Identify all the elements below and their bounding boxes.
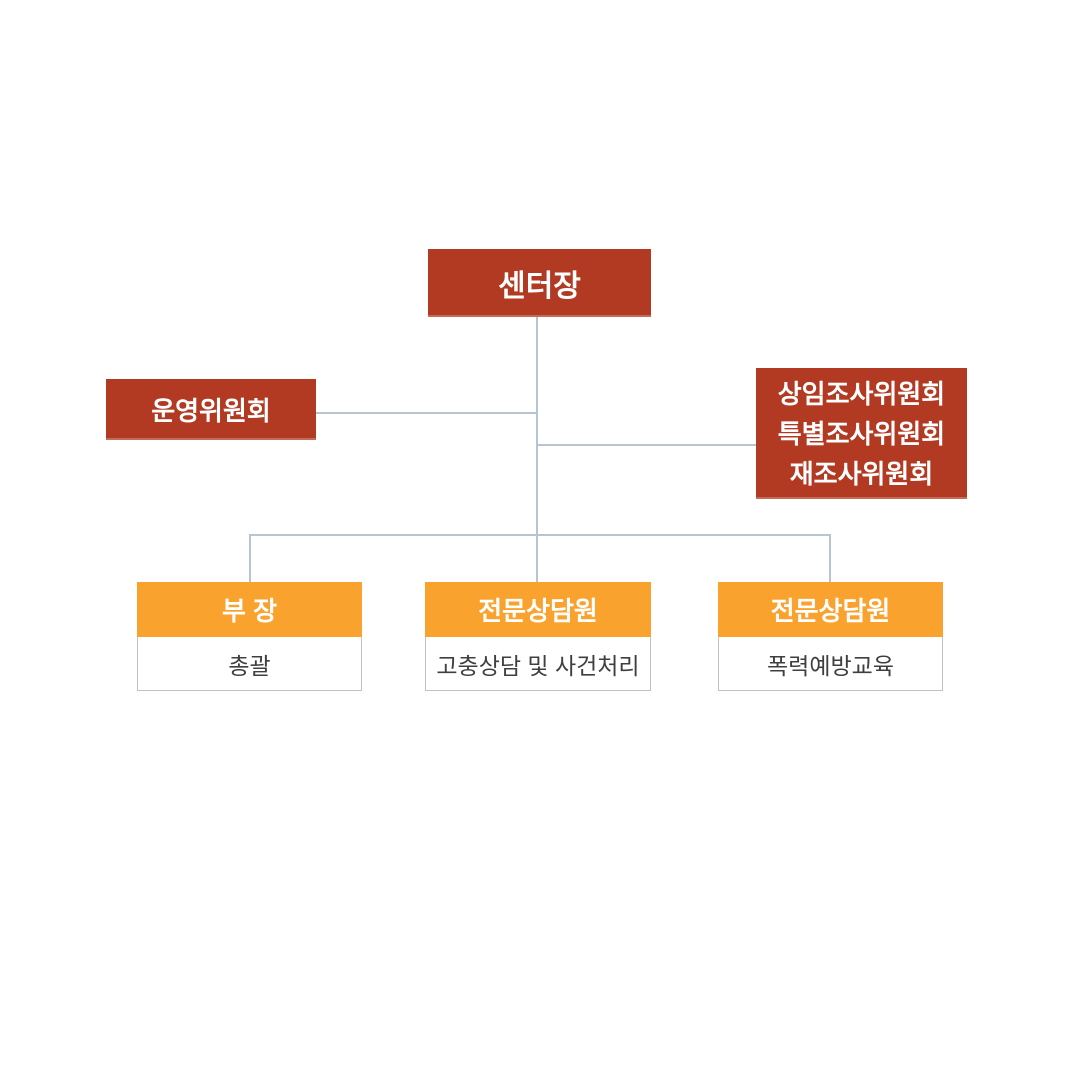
center-director-label: 센터장 <box>498 270 581 303</box>
investigation-committee-line-2: 특별조사위원회 <box>777 418 946 449</box>
department-card-manager: 부 장 총괄 <box>137 582 362 691</box>
department-role: 고충상담 및 사건처리 <box>425 637 651 691</box>
department-role: 총괄 <box>137 637 362 691</box>
connector-line-steering <box>316 412 537 414</box>
connector-line-investigation <box>537 444 756 446</box>
investigation-committee-box: 상임조사위원회 특별조사위원회 재조사위원회 <box>756 368 967 499</box>
connector-line-drop-right <box>829 534 831 582</box>
connector-line-vertical-main <box>536 317 538 582</box>
connector-line-drop-left <box>249 534 251 582</box>
center-director-box: 센터장 <box>428 249 651 317</box>
department-title: 전문상담원 <box>718 582 943 637</box>
department-role: 폭력예방교육 <box>718 637 943 691</box>
department-title: 전문상담원 <box>425 582 651 637</box>
steering-committee-box: 운영위원회 <box>106 379 316 440</box>
investigation-committee-line-3: 재조사위원회 <box>789 458 934 489</box>
connector-line-horizontal-bar <box>249 534 831 536</box>
investigation-committee-line-1: 상임조사위원회 <box>777 378 946 409</box>
steering-committee-label: 운영위원회 <box>151 396 271 426</box>
department-card-counselor-1: 전문상담원 고충상담 및 사건처리 <box>425 582 651 691</box>
department-title: 부 장 <box>137 582 362 637</box>
department-card-counselor-2: 전문상담원 폭력예방교육 <box>718 582 943 691</box>
